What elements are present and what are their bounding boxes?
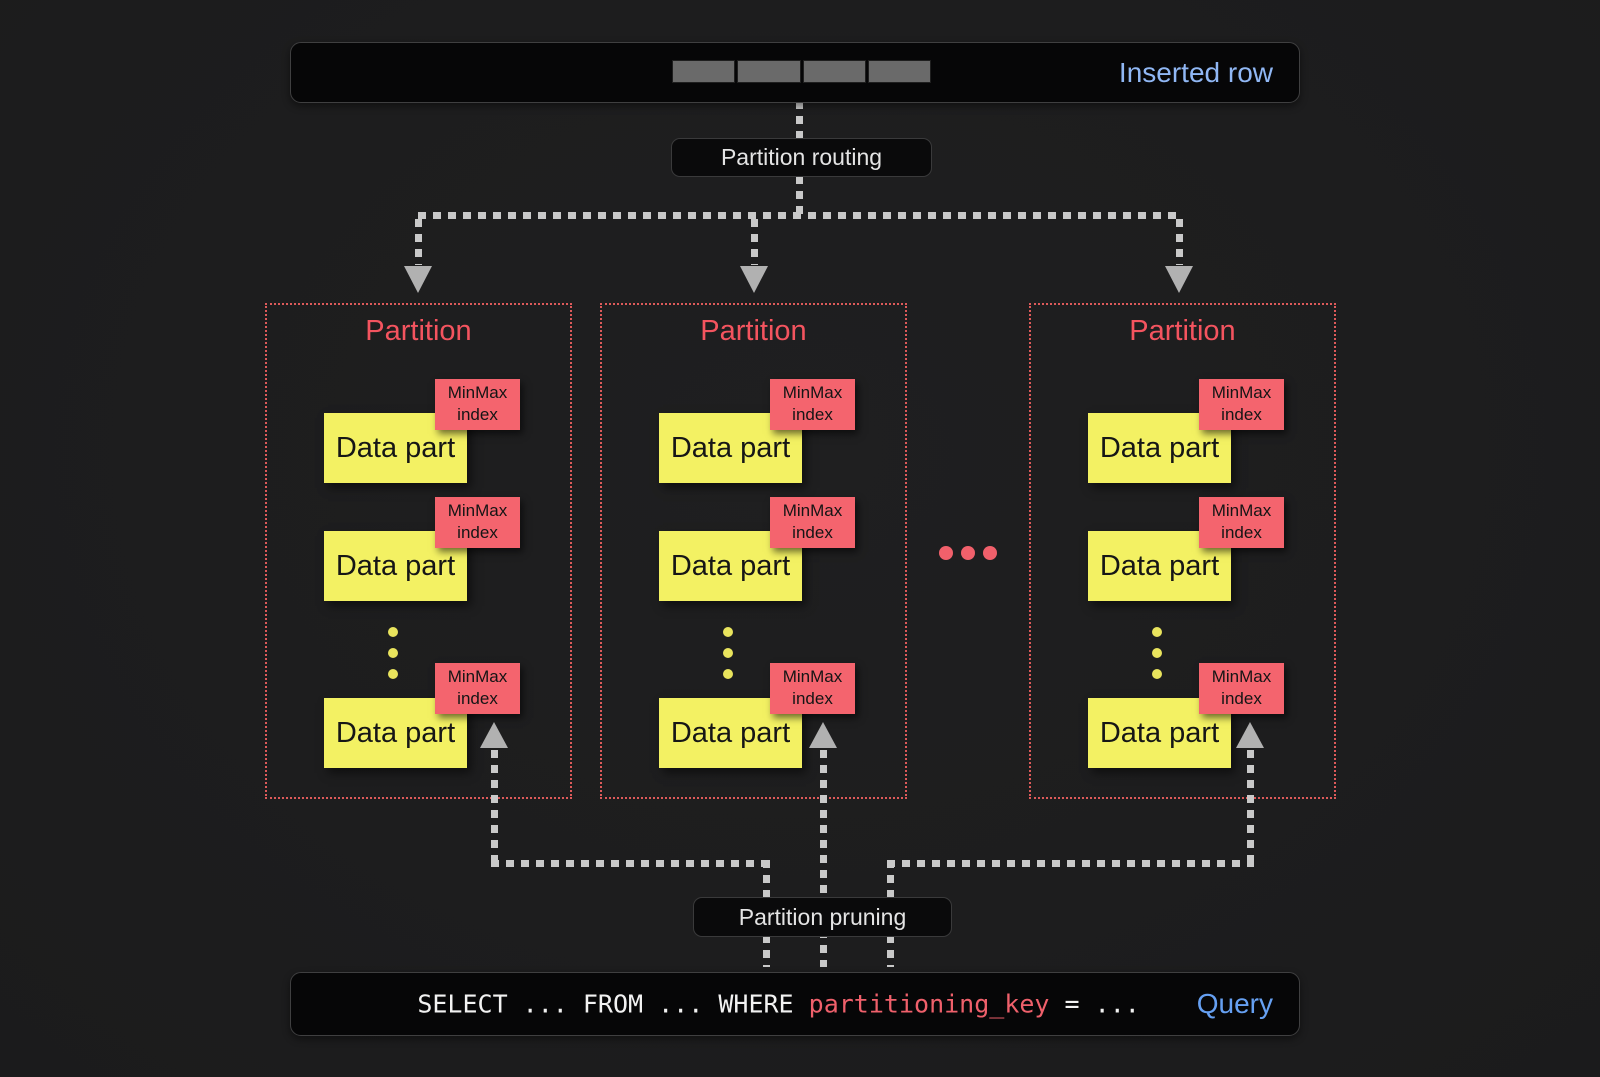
partition-title: Partition (1129, 315, 1236, 347)
minmax-index-tag: MinMax index (1199, 663, 1284, 714)
minmax-index-tag: MinMax index (1199, 497, 1284, 548)
data-part: Data part (324, 698, 467, 768)
minmax-index-tag: MinMax index (770, 497, 855, 548)
more-partitions-ellipsis (939, 546, 997, 560)
arrowhead-down-icon (740, 266, 768, 293)
arrowhead-down-icon (404, 266, 432, 293)
more-parts-dots (723, 627, 733, 679)
partition-title: Partition (700, 315, 807, 347)
partition-box-2: Partition MinMax index Data part MinMax … (600, 303, 907, 799)
query-bar: SELECT ... FROM ... WHERE partitioning_k… (290, 972, 1300, 1036)
pruning-line-left-horizontal (491, 860, 770, 867)
data-part: Data part (1088, 413, 1231, 483)
query-label: Query (1196, 988, 1273, 1019)
inserted-row-bar: Inserted row (290, 42, 1300, 103)
arrowhead-down-icon (1165, 266, 1193, 293)
pruning-line-center (820, 750, 827, 967)
sql-suffix: = ... (1049, 989, 1140, 1019)
branch-line-horizontal (418, 212, 1179, 219)
arrowhead-up-icon (480, 722, 508, 748)
partition-pruning-label: Partition pruning (693, 897, 952, 937)
row-cell (672, 60, 736, 83)
minmax-index-tag: MinMax index (435, 497, 520, 548)
pruning-line-right-horizontal (887, 860, 1254, 867)
minmax-index-tag: MinMax index (770, 663, 855, 714)
partition-box-3: Partition MinMax index Data part MinMax … (1029, 303, 1336, 799)
branch-drop-2 (751, 219, 758, 265)
arrowhead-up-icon (809, 722, 837, 748)
partition-box-1: Partition MinMax index Data part MinMax … (265, 303, 572, 799)
minmax-index-tag: MinMax index (435, 663, 520, 714)
sql-partitioning-key: partitioning_key (808, 989, 1050, 1019)
sql-prefix: SELECT ... FROM ... WHERE (417, 989, 809, 1019)
inserted-row-label: Inserted row (1118, 56, 1273, 88)
minmax-index-tag: MinMax index (435, 379, 520, 430)
row-cell (867, 60, 931, 83)
row-cell (802, 60, 866, 83)
partition-pruning-text: Partition pruning (738, 903, 907, 930)
branch-drop-1 (415, 219, 422, 265)
partition-routing-text: Partition routing (720, 144, 883, 170)
sql-query-text: SELECT ... FROM ... WHERE partitioning_k… (327, 961, 1140, 1048)
minmax-index-tag: MinMax index (770, 379, 855, 430)
pruning-line-right-up (1247, 750, 1254, 863)
more-parts-dots (1152, 627, 1162, 679)
row-cell (737, 60, 801, 83)
partition-routing-label: Partition routing (671, 138, 932, 177)
more-parts-dots (388, 627, 398, 679)
minmax-index-tag: MinMax index (1199, 379, 1284, 430)
pruning-line-left-up (491, 750, 498, 863)
arrowhead-up-icon (1236, 722, 1264, 748)
branch-drop-3 (1176, 219, 1183, 265)
partition-title: Partition (365, 315, 472, 347)
row-cells (672, 60, 931, 83)
